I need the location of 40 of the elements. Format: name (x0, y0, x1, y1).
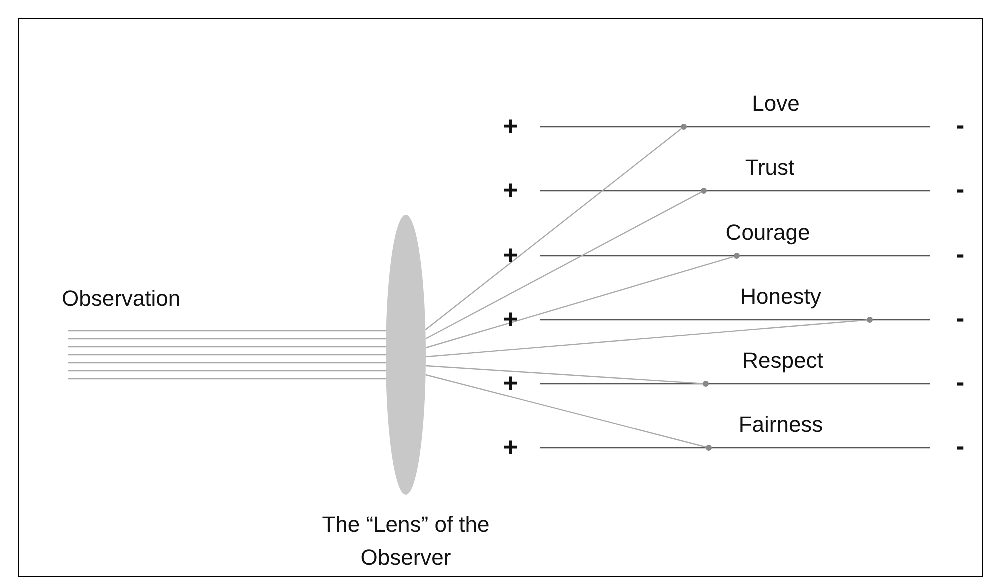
plus-sign: + (503, 368, 518, 399)
ray-line (426, 320, 868, 358)
scale-point (701, 188, 707, 194)
scale-point (734, 253, 740, 259)
light-ray (68, 346, 386, 348)
light-ray (68, 330, 386, 332)
value-label: Respect (742, 348, 824, 374)
minus-sign: - (956, 174, 965, 205)
minus-sign: - (956, 110, 965, 141)
minus-sign: - (956, 367, 965, 398)
value-label: Fairness (738, 412, 824, 438)
plus-sign: + (503, 175, 518, 206)
ray-line (426, 374, 706, 448)
scale-point (681, 124, 687, 130)
plus-sign: + (503, 432, 518, 463)
lens-ellipse (386, 215, 426, 495)
lens-caption: The “Lens” of the Observer (321, 511, 491, 572)
value-label: Honesty (740, 284, 822, 310)
value-label: Trust (745, 155, 795, 181)
value-label: Love (752, 91, 800, 117)
ray-line (426, 256, 734, 349)
ray-line (426, 365, 704, 384)
value-label: Courage (726, 220, 810, 246)
minus-sign: - (956, 431, 965, 462)
observation-label: Observation (62, 286, 181, 312)
ray-line (426, 192, 702, 340)
minus-sign: - (956, 239, 965, 270)
ray-line (425, 128, 682, 330)
light-ray (68, 354, 386, 356)
minus-sign: - (956, 303, 965, 334)
light-ray (68, 370, 386, 372)
light-ray (68, 362, 386, 364)
scale-point (703, 381, 709, 387)
scale-point (706, 445, 712, 451)
scale-point (867, 317, 873, 323)
plus-sign: + (503, 111, 518, 142)
light-ray (68, 338, 386, 340)
plus-sign: + (503, 240, 518, 271)
light-ray (68, 378, 386, 380)
plus-sign: + (503, 304, 518, 335)
